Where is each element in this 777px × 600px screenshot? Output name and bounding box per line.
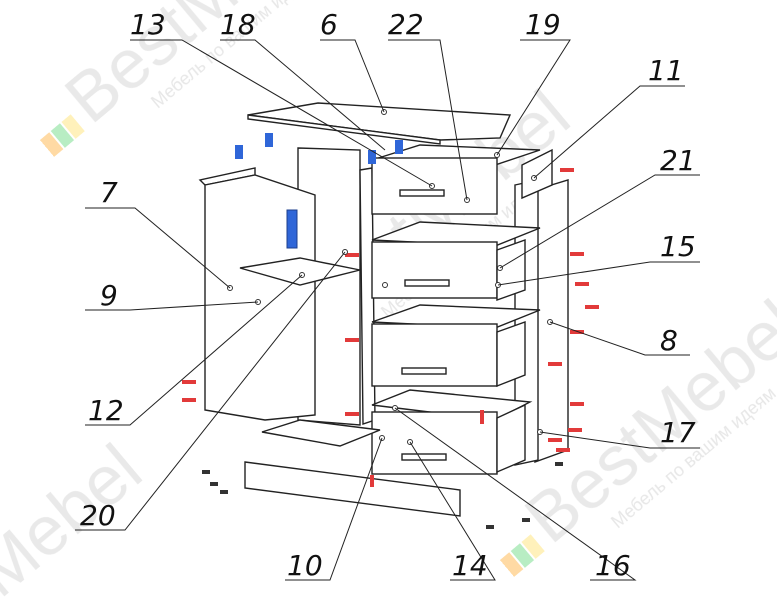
part-bracket-3 bbox=[368, 150, 376, 164]
part-drawer-rail-right-2 bbox=[496, 321, 526, 388]
part-drawer-2-handle bbox=[404, 279, 450, 287]
leader-20 bbox=[75, 251, 346, 531]
leader-15 bbox=[497, 261, 700, 286]
leader-16 bbox=[394, 407, 637, 581]
leader-12 bbox=[85, 274, 303, 426]
callout-7: 7 bbox=[100, 176, 118, 209]
part-bracket-1 bbox=[235, 145, 243, 159]
part-drawer-1-handle bbox=[399, 189, 445, 197]
callout-20: 20 bbox=[80, 499, 116, 532]
part-bottom-panel bbox=[261, 419, 381, 447]
part-handle-left bbox=[286, 209, 298, 249]
part-shelf bbox=[239, 257, 361, 286]
part-side-bracket bbox=[521, 148, 553, 200]
callout-18: 18 bbox=[220, 8, 256, 41]
callout-8: 8 bbox=[660, 324, 678, 357]
callout-19: 19 bbox=[525, 8, 561, 41]
part-drawer-rail-right-3 bbox=[496, 403, 526, 474]
part-drawer-3-front bbox=[371, 323, 498, 387]
leader-lines bbox=[75, 39, 700, 581]
part-left-side-panel-face bbox=[204, 174, 316, 421]
hardware-group bbox=[202, 462, 563, 529]
callout-12: 12 bbox=[88, 394, 124, 427]
leader-21 bbox=[499, 174, 700, 269]
part-bracket-4 bbox=[395, 140, 403, 154]
part-drawer-3-handle bbox=[401, 367, 447, 375]
part-plinth bbox=[244, 461, 461, 517]
leader-19 bbox=[496, 39, 571, 156]
callout-11: 11 bbox=[648, 54, 684, 87]
leader-11 bbox=[533, 85, 685, 179]
callout-13: 13 bbox=[130, 8, 166, 41]
callout-15: 15 bbox=[660, 230, 696, 263]
leader-13 bbox=[130, 39, 433, 187]
chest-exploded-view bbox=[182, 102, 599, 529]
leader-14 bbox=[409, 441, 496, 581]
callout-17: 17 bbox=[660, 416, 696, 449]
leader-17 bbox=[539, 431, 700, 449]
leader-7 bbox=[85, 207, 231, 289]
callout-9: 9 bbox=[100, 279, 118, 312]
leader-18 bbox=[220, 39, 386, 151]
leader-10 bbox=[285, 437, 383, 581]
screw-group bbox=[182, 168, 599, 487]
part-bracket-2 bbox=[265, 133, 273, 147]
leader-6 bbox=[320, 39, 385, 113]
part-top-panel-edge bbox=[247, 114, 441, 145]
callout-21: 21 bbox=[660, 144, 696, 177]
callout-labels: 13 18 6 22 19 11 21 7 15 9 8 12 17 20 10… bbox=[80, 8, 696, 582]
reference-dots bbox=[227, 109, 553, 445]
callout-16: 16 bbox=[595, 549, 631, 582]
watermark-brand-fragment: Mebel bbox=[0, 429, 156, 600]
watermark-logo-left: Mebel bbox=[0, 429, 156, 600]
callout-6: 6 bbox=[320, 8, 338, 41]
part-drawer-2-front bbox=[371, 241, 498, 299]
callout-10: 10 bbox=[287, 549, 323, 582]
part-drawer-4-front bbox=[371, 411, 498, 475]
leader-22 bbox=[388, 39, 468, 201]
callout-22: 22 bbox=[388, 8, 424, 41]
leader-9 bbox=[85, 301, 259, 311]
leader-8 bbox=[549, 321, 690, 356]
part-drawer-4-handle bbox=[401, 453, 447, 461]
callout-14: 14 bbox=[452, 549, 488, 582]
